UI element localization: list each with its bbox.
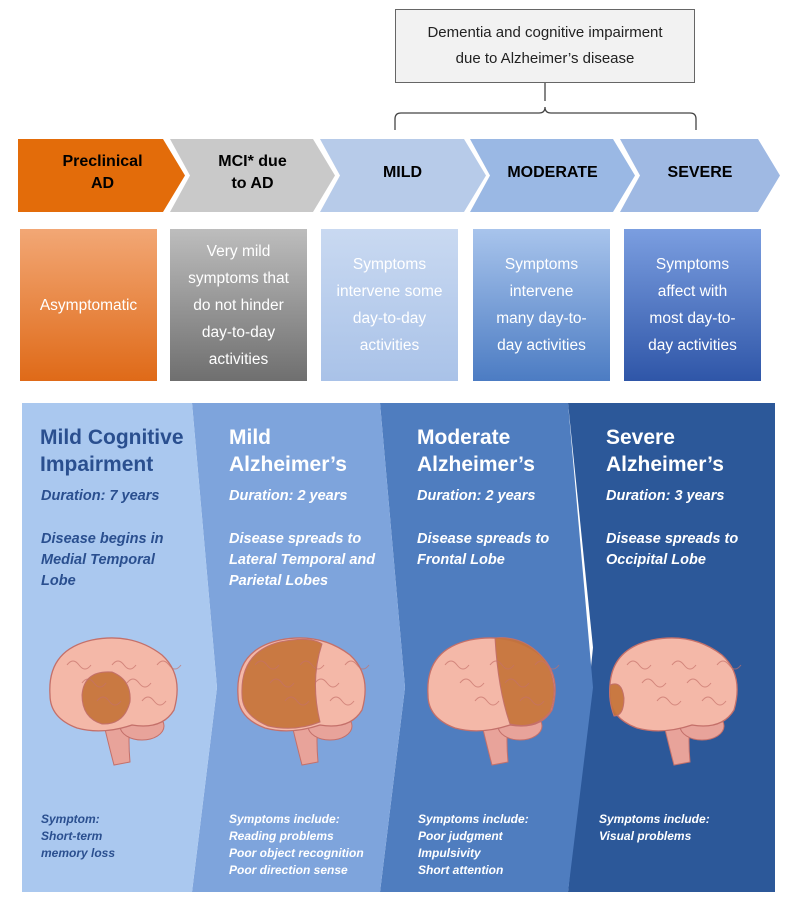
brain-gyrus-mci [111, 660, 137, 670]
brain-affected-region-severe [609, 683, 625, 717]
stage-label-mild: MILD [382, 164, 423, 181]
stage-label-severe: SEVERE [667, 164, 733, 181]
brain-gyrus-moderate [519, 696, 545, 706]
panel-duration-moderate: Duration: 2 years [417, 488, 536, 504]
dementia-label-line1: Dementia and cognitive impairment [427, 24, 663, 41]
brain-gyrus-mci [141, 696, 167, 706]
brain-gyrus-severe [671, 660, 697, 670]
panel-duration-mild: Duration: 2 years [229, 488, 348, 504]
brain-gyrus-mild [344, 660, 370, 670]
brain-gyrus-mci [156, 660, 182, 670]
brain-severe [609, 637, 738, 732]
brain-affected-region-mild [241, 638, 323, 729]
brain-gyrus-moderate [534, 660, 560, 670]
brain-gyrus-severe [656, 696, 682, 706]
brain-gyrus-mci [66, 660, 92, 670]
brain-gyrus-mild [269, 678, 295, 688]
stage-label-moderate: MODERATE [507, 164, 598, 181]
panel-symptoms-moderate: Symptoms include:Poor judgment Impulsivi… [418, 812, 529, 877]
stage-arrow-mci [170, 139, 335, 212]
brain-gyrus-mild [329, 696, 355, 706]
panel-duration-severe: Duration: 3 years [606, 488, 725, 504]
brain-gyrus-mci [81, 678, 107, 688]
stage-arrow-severe [620, 139, 780, 212]
description-box-preclinical: Asymptomatic [20, 229, 157, 381]
brain-gyrus-moderate [459, 678, 485, 688]
brain-gyrus-severe [686, 678, 712, 688]
brain-gyrus-severe [641, 678, 667, 688]
dementia-label-box: Dementia and cognitive impairment due to… [395, 9, 695, 83]
brain-gyrus-moderate [489, 660, 515, 670]
brain-gyrus-mild [254, 660, 280, 670]
panel-duration-mci: Duration: 7 years [41, 488, 160, 504]
brain-gyrus-mci [96, 696, 122, 706]
brain-gyrus-moderate [504, 678, 530, 688]
brain-gyrus-severe [626, 660, 652, 670]
brain-gyrus-mci [126, 678, 152, 688]
stage-arrow-moderate [470, 139, 635, 212]
brain-gyrus-mild [299, 660, 325, 670]
brain-gyrus-moderate [474, 696, 500, 706]
panel-symptoms-mild: Symptoms include:Reading problems Poor o… [229, 812, 364, 877]
stage-bracket [394, 83, 697, 130]
dementia-label-line2: due to Alzheimer’s disease [455, 50, 635, 67]
brain-gyrus-severe [701, 696, 727, 706]
stage-arrow-preclinical [18, 139, 185, 212]
brain-gyrus-mild [314, 678, 340, 688]
brain-gyrus-mild [284, 696, 310, 706]
panel-symptoms-severe: Symptoms include:Visual problems [599, 812, 710, 843]
brain-gyrus-moderate [444, 660, 470, 670]
brain-gyrus-severe [716, 660, 742, 670]
brain-affected-region-moderate [494, 637, 555, 726]
stage-arrow-mild [320, 139, 486, 212]
